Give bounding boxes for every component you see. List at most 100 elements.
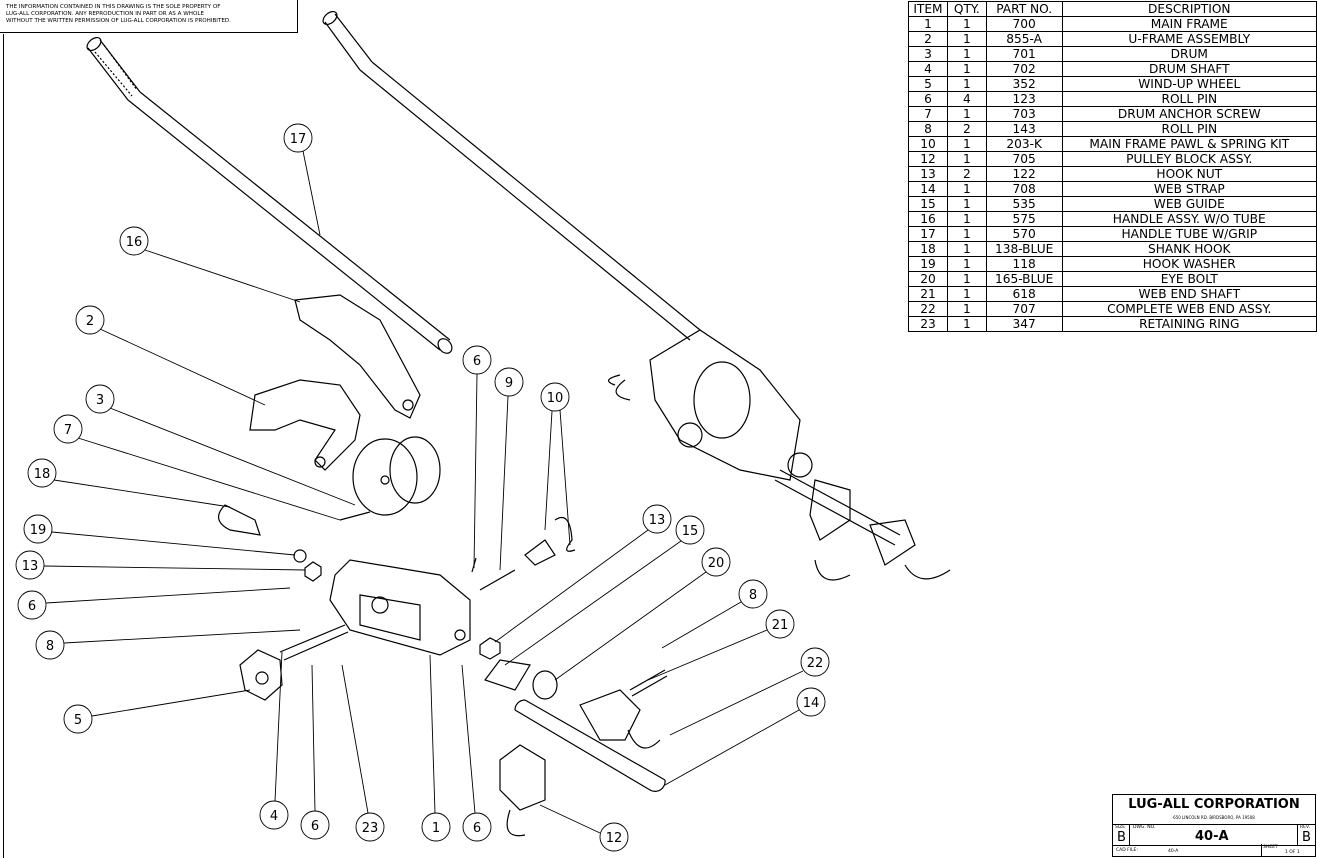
cell-part-no: 570 — [985, 226, 1063, 242]
cell-item: 6 — [908, 91, 948, 107]
cell-item: 23 — [908, 316, 948, 332]
balloon-label: 6 — [311, 819, 319, 834]
balloon-label: 9 — [505, 376, 513, 391]
balloon-label: 6 — [473, 354, 481, 369]
pulley-block-part — [499, 744, 546, 837]
cell-description: DRUM ANCHOR SCREW — [1061, 106, 1317, 122]
cell-qty: 1 — [946, 181, 987, 197]
rev-value: B — [1302, 830, 1311, 845]
cell-item: 1 — [908, 16, 948, 32]
cell-part-no: 575 — [985, 211, 1063, 227]
u-frame-part — [249, 379, 361, 471]
cell-part-no: 535 — [985, 196, 1063, 212]
balloon-label: 23 — [362, 821, 379, 836]
cell-part-no: 165-BLUE — [985, 271, 1063, 287]
balloon-label: 7 — [64, 423, 72, 438]
cell-description: EYE BOLT — [1061, 271, 1317, 287]
balloon-callouts: 17 16 2 3 7 18 19 13 6 8 5 4 6 23 1 6 6 … — [15, 123, 830, 852]
cell-part-no: 855-A — [985, 31, 1063, 47]
assembled-come-along-view — [322, 10, 951, 581]
dwg-no-label: DWG. NO. — [1133, 825, 1156, 830]
wind-up-wheel-part — [239, 649, 283, 701]
cell-description: PULLEY BLOCK ASSY. — [1061, 151, 1317, 167]
cell-item: 7 — [908, 106, 948, 122]
cell-qty: 1 — [946, 286, 987, 302]
sheet-label: SHEET — [1263, 845, 1278, 850]
cell-qty: 1 — [946, 31, 987, 47]
cell-qty: 2 — [946, 121, 987, 137]
cell-part-no: 702 — [985, 61, 1063, 77]
balloon-label: 8 — [749, 588, 757, 603]
handle-assembly-part — [294, 294, 421, 419]
rev-label: REV. — [1300, 825, 1310, 830]
cell-qty: 1 — [946, 316, 987, 332]
cell-part-no: 701 — [985, 46, 1063, 62]
cell-qty: 1 — [946, 136, 987, 152]
cell-part-no: 347 — [985, 316, 1063, 332]
cell-part-no: 708 — [985, 181, 1063, 197]
cell-qty: 1 — [946, 211, 987, 227]
cell-description: U-FRAME ASSEMBLY — [1061, 31, 1317, 47]
balloon-label: 18 — [34, 467, 51, 482]
balloon-label: 14 — [803, 696, 820, 711]
cell-item: 12 — [908, 151, 948, 167]
header-description: DESCRIPTION — [1061, 1, 1317, 17]
handle-tube-part — [86, 36, 453, 354]
balloon-label: 4 — [270, 809, 278, 824]
cell-qty: 1 — [946, 256, 987, 272]
cell-description: WEB GUIDE — [1061, 196, 1317, 212]
cad-file-value: 40-A — [1168, 849, 1179, 854]
cell-item: 22 — [908, 301, 948, 317]
dwg-no-value: 40-A — [1195, 829, 1229, 844]
cell-part-no: 143 — [985, 121, 1063, 137]
cell-qty: 1 — [946, 61, 987, 77]
cell-qty: 1 — [946, 46, 987, 62]
cell-description: WEB END SHAFT — [1061, 286, 1317, 302]
balloon-label: 2 — [86, 314, 94, 329]
hook-washer-part — [293, 549, 307, 563]
balloon-label: 3 — [96, 393, 104, 408]
cell-description: HOOK WASHER — [1061, 256, 1317, 272]
cell-qty: 1 — [946, 106, 987, 122]
cell-item: 17 — [908, 226, 948, 242]
size-value: B — [1117, 830, 1126, 845]
web-end-assembly-part — [579, 689, 661, 749]
pins-part — [339, 511, 516, 591]
cell-description: COMPLETE WEB END ASSY. — [1061, 301, 1317, 317]
cell-description: HANDLE TUBE W/GRIP — [1061, 226, 1317, 242]
cell-description: HANDLE ASSY. W/O TUBE — [1061, 211, 1317, 227]
cell-qty: 4 — [946, 91, 987, 107]
notice-line: THE INFORMATION CONTAINED IN THIS DRAWIN… — [6, 4, 221, 10]
cell-qty: 1 — [946, 76, 987, 92]
cell-part-no: 703 — [985, 106, 1063, 122]
cell-qty: 1 — [946, 196, 987, 212]
cell-part-no: 618 — [985, 286, 1063, 302]
cell-description: DRUM SHAFT — [1061, 61, 1317, 77]
sheet-value: 1 OF 1 — [1285, 850, 1300, 855]
balloon-label: 1 — [432, 821, 440, 836]
cell-description: RETAINING RING — [1061, 316, 1317, 332]
balloon-label: 6 — [473, 821, 481, 836]
cell-item: 20 — [908, 271, 948, 287]
cell-qty: 2 — [946, 166, 987, 182]
cell-item: 2 — [908, 31, 948, 47]
balloon-label: 21 — [772, 618, 789, 633]
cell-description: ROLL PIN — [1061, 121, 1317, 137]
drum-part — [352, 436, 441, 516]
balloon-label: 6 — [28, 599, 36, 614]
proprietary-notice: THE INFORMATION CONTAINED IN THIS DRAWIN… — [0, 0, 298, 33]
cell-item: 10 — [908, 136, 948, 152]
balloon-label: 22 — [807, 656, 824, 671]
header-part-no: PART NO. — [985, 1, 1063, 17]
